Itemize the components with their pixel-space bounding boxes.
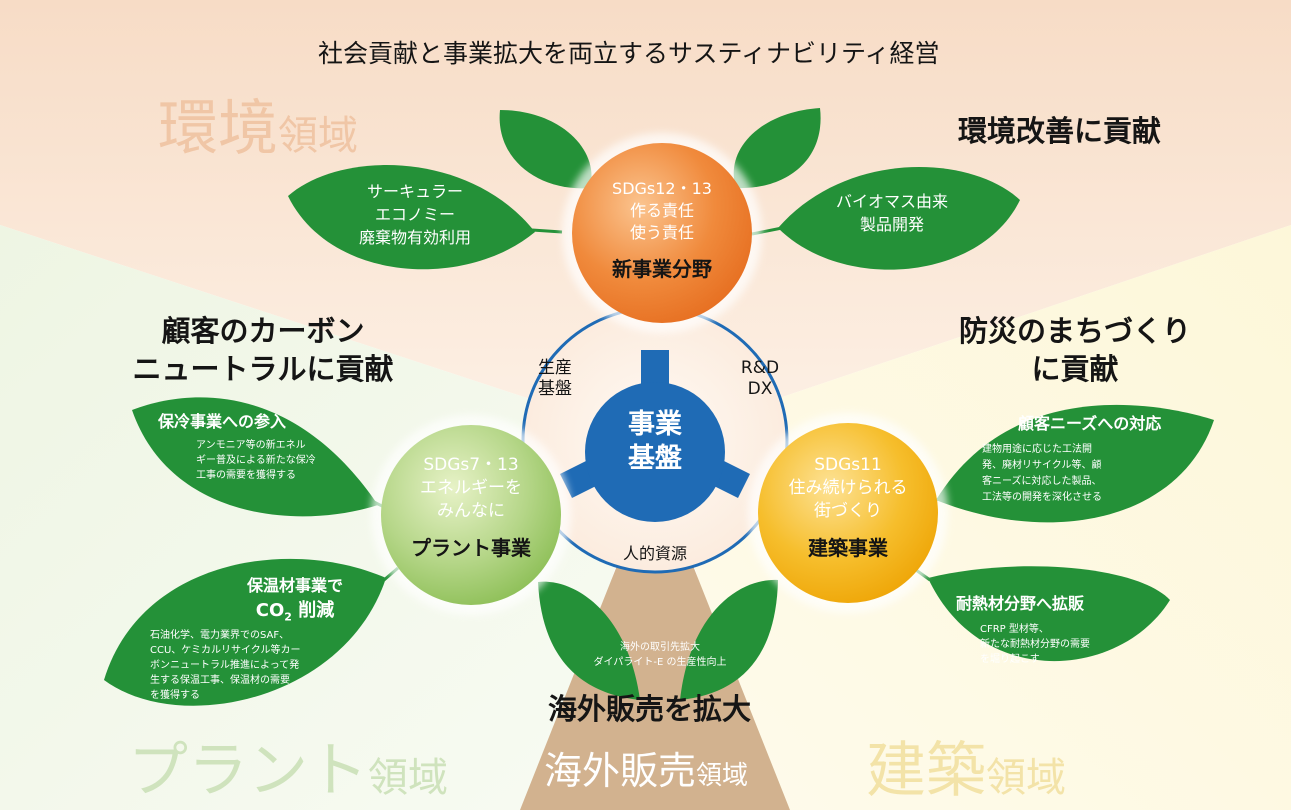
environment-region-label: 環境領域 [158,94,358,164]
environment-contribution: 環境改善に貢献 [958,114,1162,148]
leaf-overseas: 海外の取引先拡大 ダイパライト-E の生産性向上 [593,642,727,668]
plant-business-text: SDGs7・13 エネルギーを みんなに プラント事業 [391,454,551,560]
overseas-region-label: 海外販売領域 [544,749,749,793]
new-business-circle [572,143,752,323]
page-title: 社会貢献と事業拡大を両立するサスティナビリティ経営 [318,39,940,68]
plant-business-circle [381,425,561,605]
new-business-text: SDGs12・13 作る責任 使う責任 新事業分野 [582,178,742,280]
sdg-label: SDGs7・13 [423,455,519,475]
leaf-biomass: バイオマス由来 製品開発 [835,192,948,234]
plant-contribution: 顧客のカーボン ニュートラルに貢献 [132,314,394,386]
building-business-circle [758,423,938,603]
building-contribution: 防災のまちづくり に貢献 [958,314,1191,386]
building-business-label: 建築事業 [808,536,888,560]
hub-center [585,382,725,522]
leaf-circular-economy: サーキュラー エコノミー 廃棄物有効利用 [358,182,471,247]
plant-region-label: プラント領域 [128,736,448,806]
leaf-cold-insulation: 保冷事業への参入 アンモニア等の新エネル ギー普及による新たな保冷 工事の需要を… [158,412,316,481]
building-region [655,225,1291,810]
leaf-shapes [104,108,1214,706]
new-business-label: 新事業分野 [612,257,712,281]
human-resources-label: 人的資源 [622,544,687,563]
co2-reduction-title: CO2 削減 [255,600,335,624]
building-business-text: SDGs11 住み続けられる 街づくり 建築事業 [768,454,928,560]
leaf-fireproof: 耐熱材分野へ拡販 CFRP 型材等、 新たな耐熱材分野の需要 を堀り起こす [956,594,1090,665]
leaf-customer-needs: 顧客ニーズへの対応 建物用途に応じた工法開 発、廃材リサイクル等、顧 客ニーズに… [982,414,1162,503]
hub-center-label: 事業 基盤 [628,409,682,474]
plant-business-label: プラント事業 [411,536,531,560]
overseas-region [520,470,790,810]
sdg-label: SDGs11 [814,455,882,475]
production-base-label: 生産 基盤 [538,358,572,399]
leaf-heat-insulation: 保温材事業で CO2 削減 石油化学、電力業界でのSAF、 CCU、ケミカルリサ… [150,572,380,703]
building-region-label: 建築領域 [866,736,1066,806]
sdg-label: SDGs12・13 [612,179,712,198]
overseas-contribution: 海外販売を拡大 [548,692,752,726]
rnd-dx-label: R&D DX [740,358,780,399]
